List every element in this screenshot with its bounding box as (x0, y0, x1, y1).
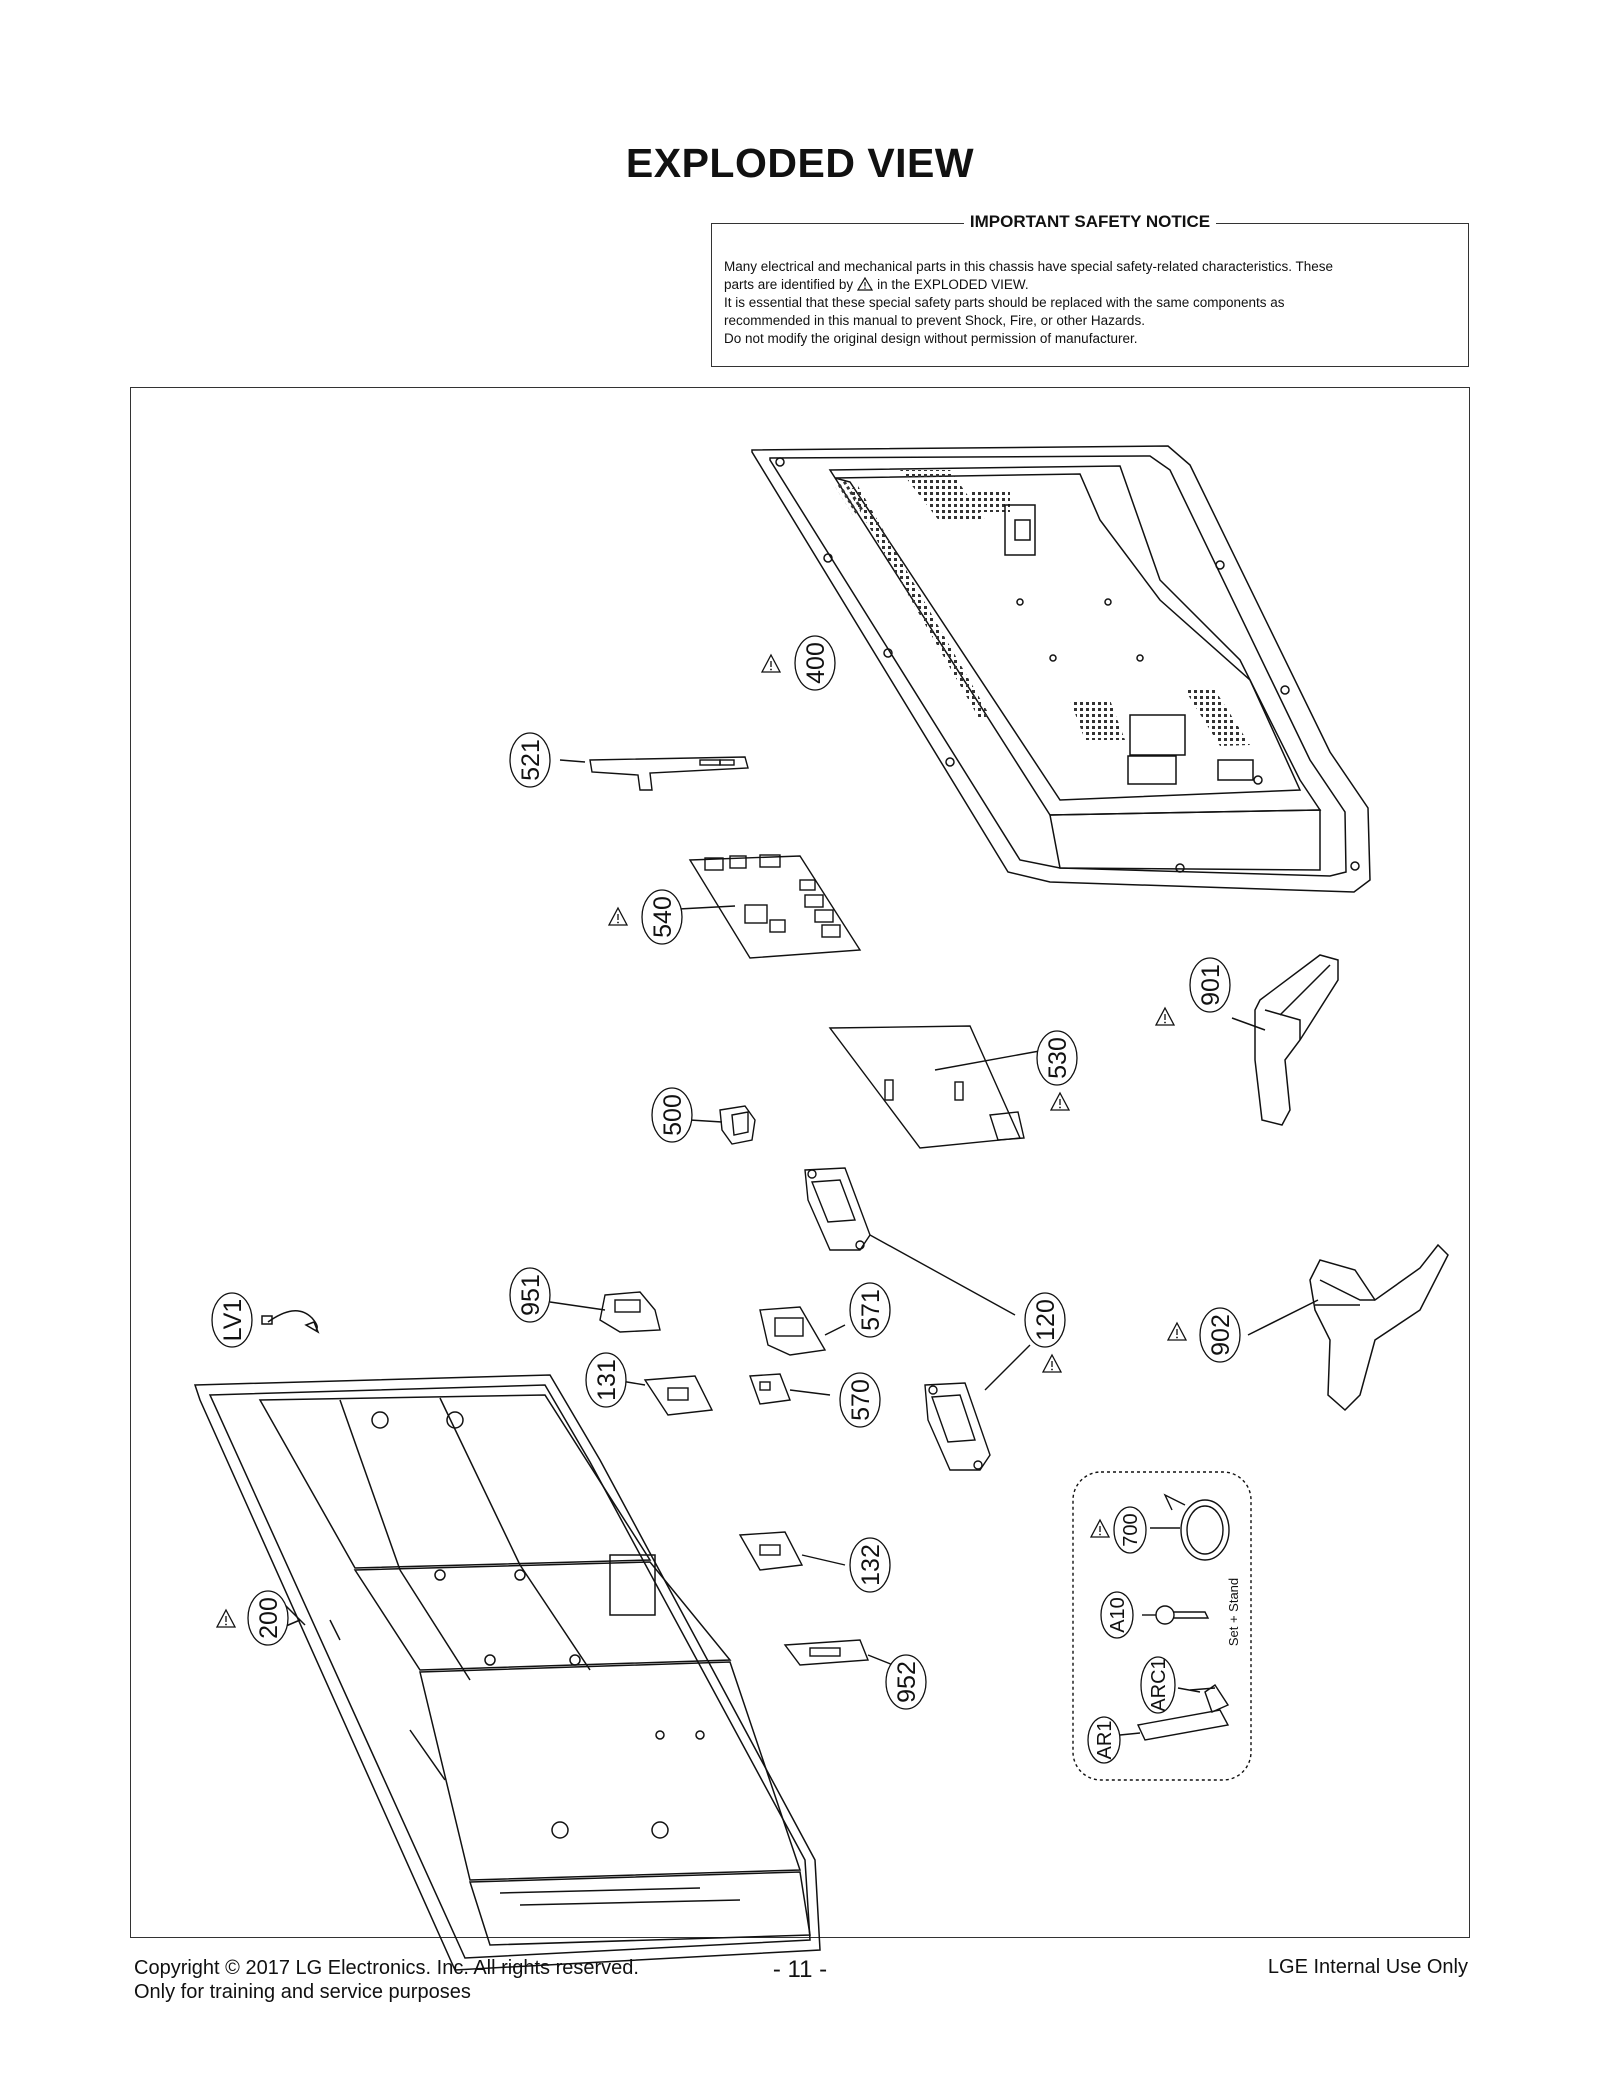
warning-triangle-icon (1167, 1322, 1187, 1341)
stand-902-drawing (1247, 1243, 1449, 1412)
label-540: 540 (641, 889, 683, 945)
label-570: 570 (839, 1372, 881, 1428)
label-500-text: 500 (659, 1094, 687, 1136)
page-number: - 11 - (772, 1956, 828, 1983)
cable-LV1-drawing (261, 1310, 320, 1334)
notice-line-5: Do not modify the original design withou… (724, 331, 1138, 346)
page-title: EXPLODED VIEW (625, 140, 975, 186)
warning-triangle-icon (1155, 1007, 1175, 1026)
footer-training: Only for training and service purposes (134, 1981, 471, 2003)
notice-line-2a: parts are identified by (724, 277, 854, 292)
notice-line-2: parts are identified by in the EXPLODED V… (724, 276, 1454, 294)
label-901: 901 (1189, 957, 1231, 1013)
back-cover-400-drawing (751, 445, 1371, 893)
small-parts-drawing (549, 1291, 894, 1666)
label-ARC1: ARC1 (1140, 1656, 1176, 1714)
label-LV1: LV1 (211, 1292, 253, 1348)
label-120-text: 120 (1032, 1299, 1060, 1341)
label-500: 500 (651, 1087, 693, 1143)
accessory-group-drawing (1072, 1471, 1252, 1781)
label-540-text: 540 (649, 896, 677, 938)
label-A10: A10 (1100, 1591, 1134, 1639)
warning-triangle-icon (1090, 1519, 1110, 1538)
warning-triangle-icon (1050, 1092, 1070, 1111)
label-131: 131 (585, 1352, 627, 1408)
footer-left: Copyright © 2017 LG Electronics. Inc. Al… (134, 1956, 639, 2004)
warning-triangle-icon (761, 654, 781, 673)
label-700: 700 (1113, 1506, 1147, 1554)
warning-triangle-icon (1042, 1354, 1062, 1373)
label-952: 952 (885, 1654, 927, 1710)
label-A10-text: A10 (1107, 1597, 1129, 1633)
label-951: 951 (509, 1267, 551, 1323)
notice-line-3: It is essential that these special safet… (724, 295, 1285, 310)
label-521-text: 521 (517, 739, 545, 781)
speakers-120-drawing (804, 1167, 1031, 1471)
label-570-text: 570 (847, 1379, 875, 1421)
label-521: 521 (509, 732, 551, 788)
label-700-text: 700 (1120, 1513, 1142, 1546)
label-400-text: 400 (802, 642, 830, 684)
label-131-text: 131 (593, 1359, 621, 1401)
accessory-group-label-text: Set + Stand (1226, 1578, 1241, 1646)
safety-notice-text: Many electrical and mechanical parts in … (724, 258, 1454, 348)
accessory-group-label: Set + Stand (1226, 1578, 1241, 1646)
label-530: 530 (1036, 1030, 1078, 1086)
label-571: 571 (849, 1282, 891, 1338)
label-AR1: AR1 (1087, 1716, 1121, 1764)
label-132: 132 (849, 1537, 891, 1593)
stand-901-drawing (1231, 954, 1339, 1126)
part-500-drawing (689, 1105, 756, 1145)
exploded-view-frame (130, 387, 1470, 1938)
label-400: 400 (794, 635, 836, 691)
label-ARC1-text: ARC1 (1148, 1658, 1170, 1711)
label-200-text: 200 (255, 1597, 283, 1639)
warning-triangle-icon (216, 1609, 236, 1628)
part-labels: 400 521 540 530 901 500 951 (211, 635, 1241, 1764)
label-901-text: 901 (1197, 964, 1225, 1006)
warning-triangle-icon (857, 277, 874, 291)
label-952-text: 952 (893, 1661, 921, 1703)
footer-internal-use: LGE Internal Use Only (1267, 1956, 1468, 1978)
notice-line-2b: in the EXPLODED VIEW. (877, 277, 1029, 292)
label-571-text: 571 (857, 1289, 885, 1331)
label-951-text: 951 (517, 1274, 545, 1316)
label-AR1-text: AR1 (1094, 1721, 1116, 1760)
label-LV1-text: LV1 (219, 1299, 247, 1342)
label-120: 120 (1024, 1292, 1066, 1348)
main-board-540-drawing (659, 854, 862, 959)
label-132-text: 132 (857, 1544, 885, 1586)
label-902: 902 (1199, 1307, 1241, 1363)
notice-line-4: recommended in this manual to prevent Sh… (724, 313, 1145, 328)
label-902-text: 902 (1207, 1314, 1235, 1356)
bracket-521-drawing (559, 756, 749, 791)
warning-triangle-icon (608, 907, 628, 926)
safety-notice-box: IMPORTANT SAFETY NOTICE Many electrical … (711, 212, 1469, 367)
label-530-text: 530 (1044, 1037, 1072, 1079)
safety-notice-heading: IMPORTANT SAFETY NOTICE (963, 212, 1217, 231)
label-200: 200 (247, 1590, 289, 1646)
power-board-530-drawing (828, 1025, 1046, 1149)
notice-line-1: Many electrical and mechanical parts in … (724, 259, 1334, 274)
footer-copyright: Copyright © 2017 LG Electronics. Inc. Al… (134, 1957, 639, 1979)
panel-200-drawing (193, 1374, 821, 1971)
